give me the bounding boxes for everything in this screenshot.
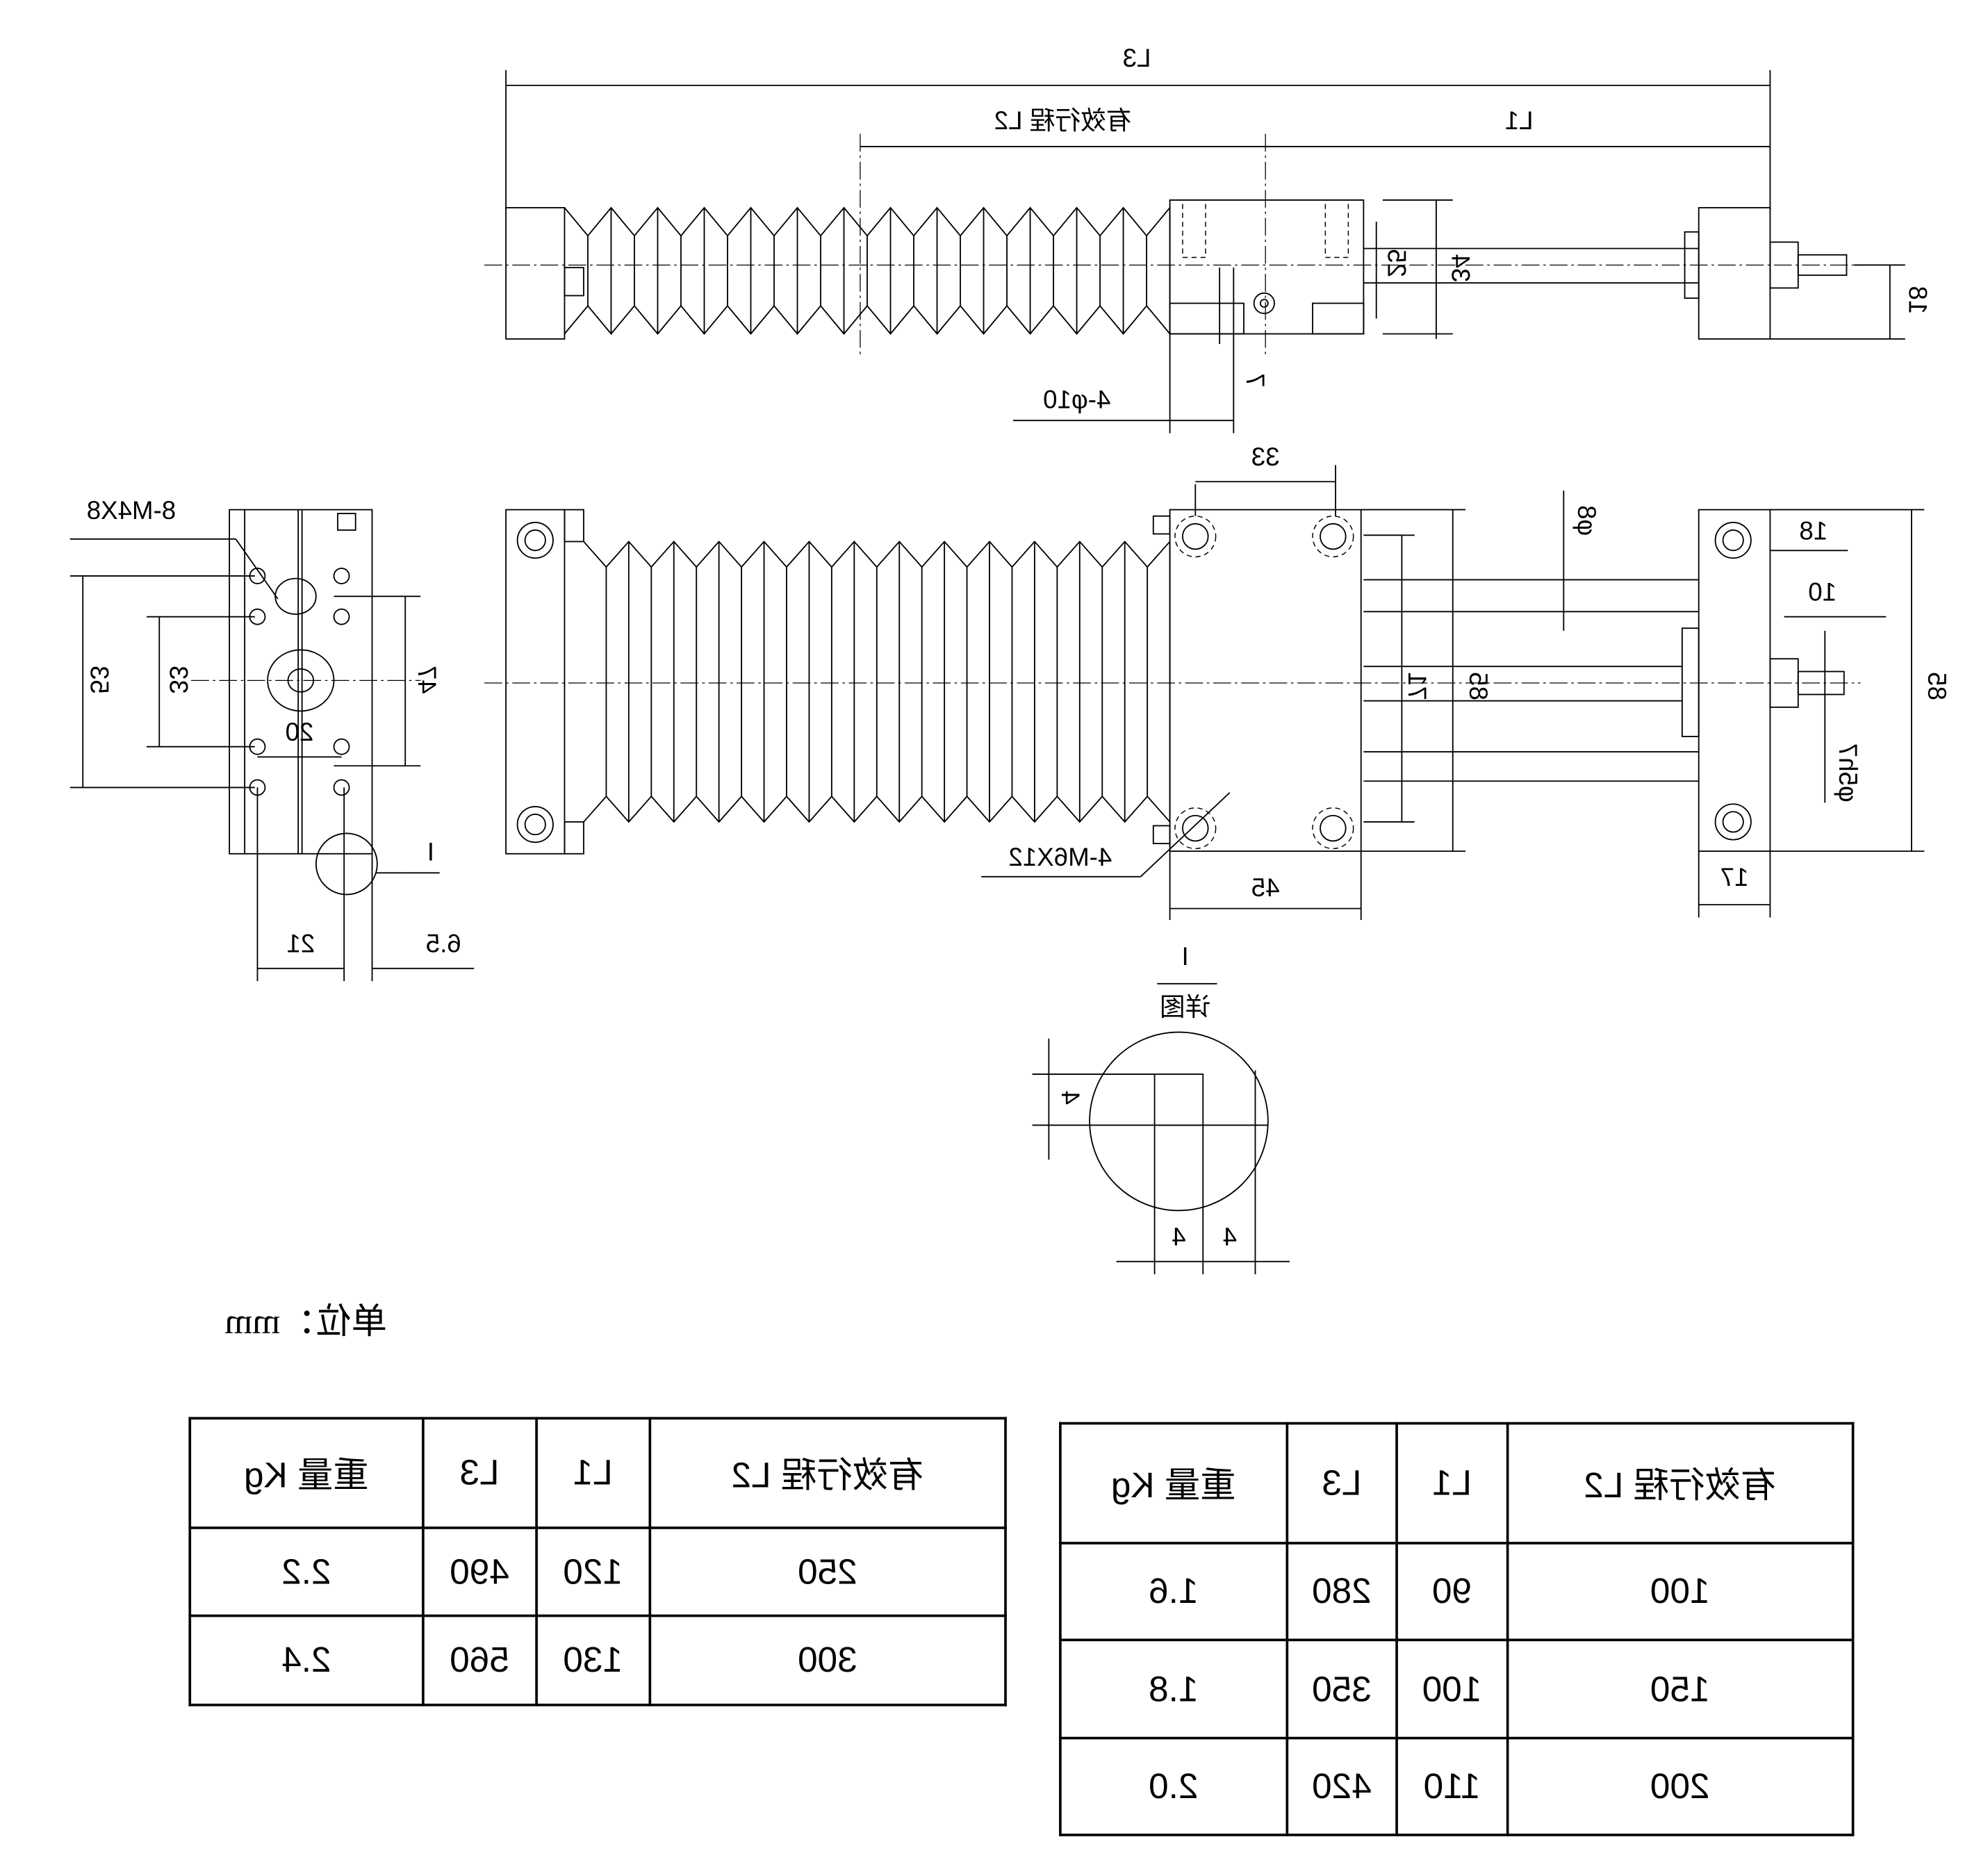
label-l3: L3: [1123, 44, 1151, 72]
cell: 1.6: [1060, 1543, 1287, 1641]
plan-view: 33 φ8 71 85 85 18 10 φ5h7 17 45 4-M6X12: [484, 443, 1951, 921]
cell: 490: [422, 1527, 536, 1617]
cell: 100: [1397, 1640, 1507, 1738]
cell: 2.4: [190, 1616, 423, 1705]
detail-view-i: I 详图 4 4 4: [1032, 942, 1290, 1274]
cell: 2.0: [1060, 1738, 1287, 1835]
label-phi8: φ8: [1572, 505, 1601, 536]
header-stroke: 有效行程 L2: [649, 1418, 1006, 1528]
cell: 150: [1506, 1640, 1853, 1738]
detail-ref-label: I: [1182, 942, 1189, 971]
detail-title: 详图: [1160, 993, 1210, 1021]
header-stroke: 有效行程 L2: [1506, 1423, 1853, 1544]
label-dim-85-carriage: 85: [1464, 672, 1493, 700]
label-height-34: 34: [1446, 254, 1474, 283]
cell: 120: [536, 1527, 650, 1617]
detail-circle: [1089, 1031, 1269, 1212]
label-dim-10: 10: [1808, 577, 1837, 606]
cell: 2.2: [190, 1527, 423, 1617]
label-dim-33: 33: [1251, 443, 1280, 471]
label-dim-6-5: 6.5: [426, 930, 461, 958]
label-dim-47: 47: [413, 666, 441, 694]
bellows-plan: [583, 541, 1171, 823]
bellows-outline: [583, 795, 1171, 823]
end-plate: [229, 509, 373, 855]
header-l1: L1: [1397, 1423, 1507, 1544]
cell: 200: [1506, 1738, 1853, 1835]
cell: 100: [1506, 1543, 1853, 1641]
carriage-top: [1169, 199, 1365, 335]
left-end-block: [505, 207, 566, 340]
label-dim-85-end: 85: [1923, 672, 1951, 700]
label-height-18: 18: [1904, 286, 1932, 314]
label-detail-4a: 4: [1172, 1222, 1185, 1251]
header-l3: L3: [1286, 1423, 1397, 1544]
bellows-top: [564, 206, 1171, 335]
right-end-plate: [1698, 509, 1771, 853]
unit-label: 单位：mm: [224, 1302, 387, 1342]
bellows-outline: [564, 304, 1171, 335]
label-dim-18: 18: [1799, 516, 1827, 545]
end-view: 8-M4X8 53 33 47 20 I 21 6.5: [69, 496, 475, 982]
label-dim-21: 21: [286, 930, 315, 958]
cell: 250: [649, 1527, 1006, 1617]
cell: 130: [536, 1616, 650, 1705]
label-dim-7: 7: [1241, 373, 1270, 387]
label-dim-45: 45: [1251, 873, 1280, 902]
label-detail-4b: 4: [1223, 1222, 1237, 1251]
top-view: L3 有效行程 L2 L1 25 34 18 4-φ10 7: [484, 44, 1932, 434]
label-phi5h7: φ5h7: [1834, 743, 1862, 802]
label-detail-4c: 4: [1056, 1091, 1085, 1105]
label-dim-53: 53: [85, 666, 114, 694]
label-l2: 有效行程 L2: [994, 106, 1132, 135]
carriage-plan: [1169, 509, 1362, 853]
rod-end: [1797, 254, 1848, 277]
table-header-row: 有效行程 L2 L1 L3 重量 Kg: [1060, 1423, 1853, 1544]
header-weight: 重量 Kg: [1060, 1423, 1287, 1544]
label-threads-8-m4x8: 8-M4X8: [87, 496, 176, 525]
left-end-plate: [505, 509, 566, 855]
label-height-25: 25: [1383, 249, 1411, 277]
cell: 1.8: [1060, 1640, 1287, 1738]
label-l1: L1: [1505, 106, 1534, 135]
label-detail-ref-i: I: [427, 837, 434, 866]
header-weight: 重量 Kg: [190, 1418, 423, 1528]
bellows-outline: [583, 541, 1171, 568]
label-dim-71: 71: [1403, 672, 1431, 700]
cell: 560: [422, 1616, 536, 1705]
label-screws-4-m6x12: 4-M6X12: [1008, 843, 1112, 871]
bellows-outline: [564, 206, 1171, 237]
cell: 280: [1286, 1543, 1397, 1641]
cell: 110: [1397, 1738, 1507, 1835]
cell: 300: [649, 1616, 1006, 1705]
table-header-row: 有效行程 L2 L1 L3 重量 Kg: [190, 1418, 1006, 1528]
right-end-block: [1698, 207, 1771, 340]
label-dim-33-end: 33: [164, 666, 192, 694]
header-l3: L3: [422, 1418, 536, 1528]
label-dim-17: 17: [1720, 863, 1749, 891]
cell: 90: [1397, 1543, 1507, 1641]
cell: 420: [1286, 1738, 1397, 1835]
label-dim-20: 20: [286, 718, 314, 746]
label-holes-4-phi10: 4-φ10: [1043, 385, 1110, 413]
header-l1: L1: [536, 1418, 650, 1528]
cell: 350: [1286, 1640, 1397, 1738]
